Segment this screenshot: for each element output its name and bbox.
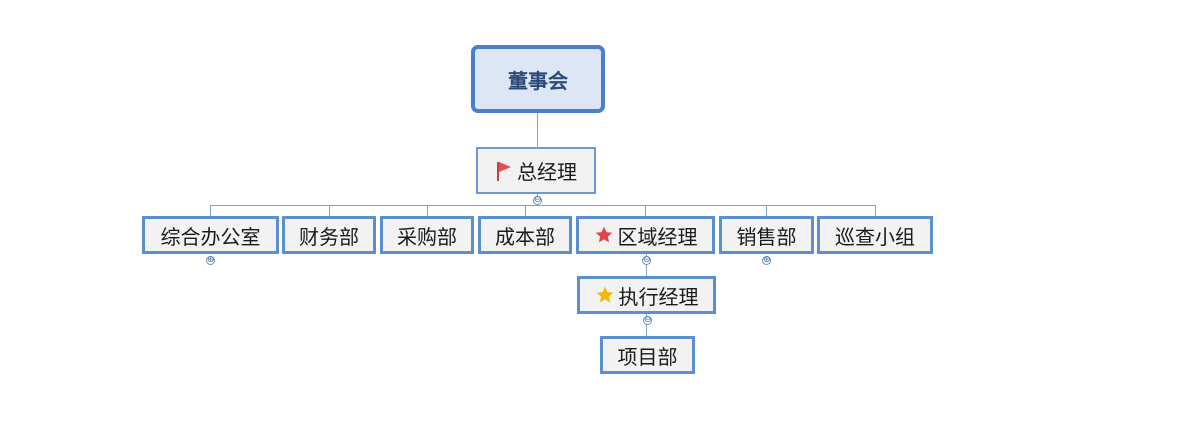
node-board[interactable]: 董事会 <box>471 45 605 113</box>
node-regional-manager-label: 区域经理 <box>617 224 698 249</box>
node-regional-manager[interactable]: 区域经理 <box>576 216 715 254</box>
node-cost[interactable]: 成本部 <box>478 216 572 254</box>
node-inspection-team[interactable]: 巡查小组 <box>817 216 933 254</box>
expand-toggle-general-office[interactable]: ⊕ <box>206 255 215 265</box>
collapse-toggle-regional-manager[interactable]: ⊖ <box>642 255 651 265</box>
node-board-label: 董事会 <box>508 68 568 93</box>
node-finance[interactable]: 财务部 <box>282 216 376 254</box>
collapse-toggle-executive-manager[interactable]: ⊖ <box>643 315 652 325</box>
node-sales-label: 销售部 <box>736 224 797 249</box>
expand-toggle-sales[interactable]: ⊕ <box>762 255 771 265</box>
node-finance-label: 财务部 <box>299 224 359 249</box>
node-executive-manager-label: 执行经理 <box>618 284 699 309</box>
node-inspection-team-label: 巡查小组 <box>835 224 915 249</box>
node-general-manager-label: 总经理 <box>517 160 577 184</box>
node-sales[interactable]: 销售部 <box>719 216 814 254</box>
node-general-office[interactable]: 综合办公室 <box>142 216 279 254</box>
node-general-manager[interactable]: 总经理 <box>476 147 596 194</box>
node-purchasing[interactable]: 采购部 <box>380 216 474 254</box>
node-project-dept-label: 项目部 <box>617 344 678 369</box>
node-executive-manager[interactable]: 执行经理 <box>577 276 716 314</box>
collapse-toggle-general-manager[interactable]: ⊖ <box>533 195 542 205</box>
star-icon <box>594 225 614 245</box>
node-project-dept[interactable]: 项目部 <box>600 336 695 374</box>
node-purchasing-label: 采购部 <box>397 224 457 249</box>
flag-icon <box>495 160 513 182</box>
node-cost-label: 成本部 <box>495 224 555 249</box>
node-general-office-label: 综合办公室 <box>160 224 261 249</box>
star-icon <box>595 285 615 305</box>
